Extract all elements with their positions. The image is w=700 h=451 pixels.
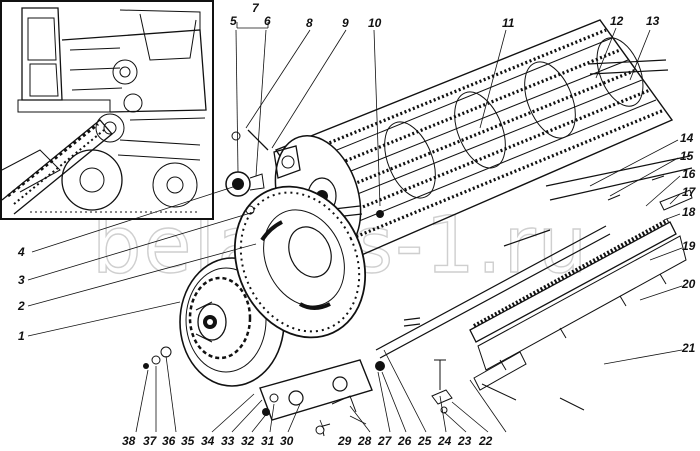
callout-13: 13 <box>646 14 660 28</box>
callout-20: 20 <box>681 277 696 291</box>
callout-34: 34 <box>201 434 215 448</box>
callout-9: 9 <box>342 16 349 30</box>
bearing-assembly <box>225 129 384 218</box>
leader-lines <box>27 22 683 433</box>
callout-38: 38 <box>122 434 136 448</box>
callout-18: 18 <box>682 205 696 219</box>
callout-8: 8 <box>306 16 313 30</box>
callout-32: 32 <box>241 434 255 448</box>
callout-17: 17 <box>682 185 697 199</box>
callout-10: 10 <box>368 16 382 30</box>
callout-28: 28 <box>357 434 372 448</box>
callout-5: 5 <box>230 14 237 28</box>
fasteners <box>143 346 453 437</box>
callout-15: 15 <box>680 149 694 163</box>
callout-23: 23 <box>457 434 472 448</box>
callout-21: 21 <box>681 341 696 355</box>
callout-19: 19 <box>682 239 696 253</box>
harvester-inset <box>0 0 214 220</box>
callout-14: 14 <box>680 131 694 145</box>
callout-16: 16 <box>682 167 696 181</box>
callout-12: 12 <box>610 14 624 28</box>
callout-37: 37 <box>143 434 158 448</box>
callout-35: 35 <box>181 434 195 448</box>
callout-11: 11 <box>502 16 515 30</box>
callout-6: 6 <box>264 14 271 28</box>
callout-33: 33 <box>221 434 235 448</box>
callout-30: 30 <box>280 434 294 448</box>
callout-22: 22 <box>478 434 493 448</box>
callout-4: 4 <box>17 245 25 259</box>
callout-31: 31 <box>261 434 275 448</box>
callout-27: 27 <box>377 434 393 448</box>
callout-25: 25 <box>417 434 432 448</box>
callout-29: 29 <box>337 434 352 448</box>
callout-3: 3 <box>18 273 25 287</box>
clutch-disc <box>233 185 367 339</box>
callout-1: 1 <box>18 329 25 343</box>
callout-26: 26 <box>397 434 412 448</box>
callout-numbers: 7 5 6 8 9 10 11 12 13 14 15 16 17 18 19 … <box>17 1 697 448</box>
callout-2: 2 <box>17 299 25 313</box>
callout-36: 36 <box>162 434 176 448</box>
callout-24: 24 <box>437 434 452 448</box>
callout-7: 7 <box>252 1 260 15</box>
